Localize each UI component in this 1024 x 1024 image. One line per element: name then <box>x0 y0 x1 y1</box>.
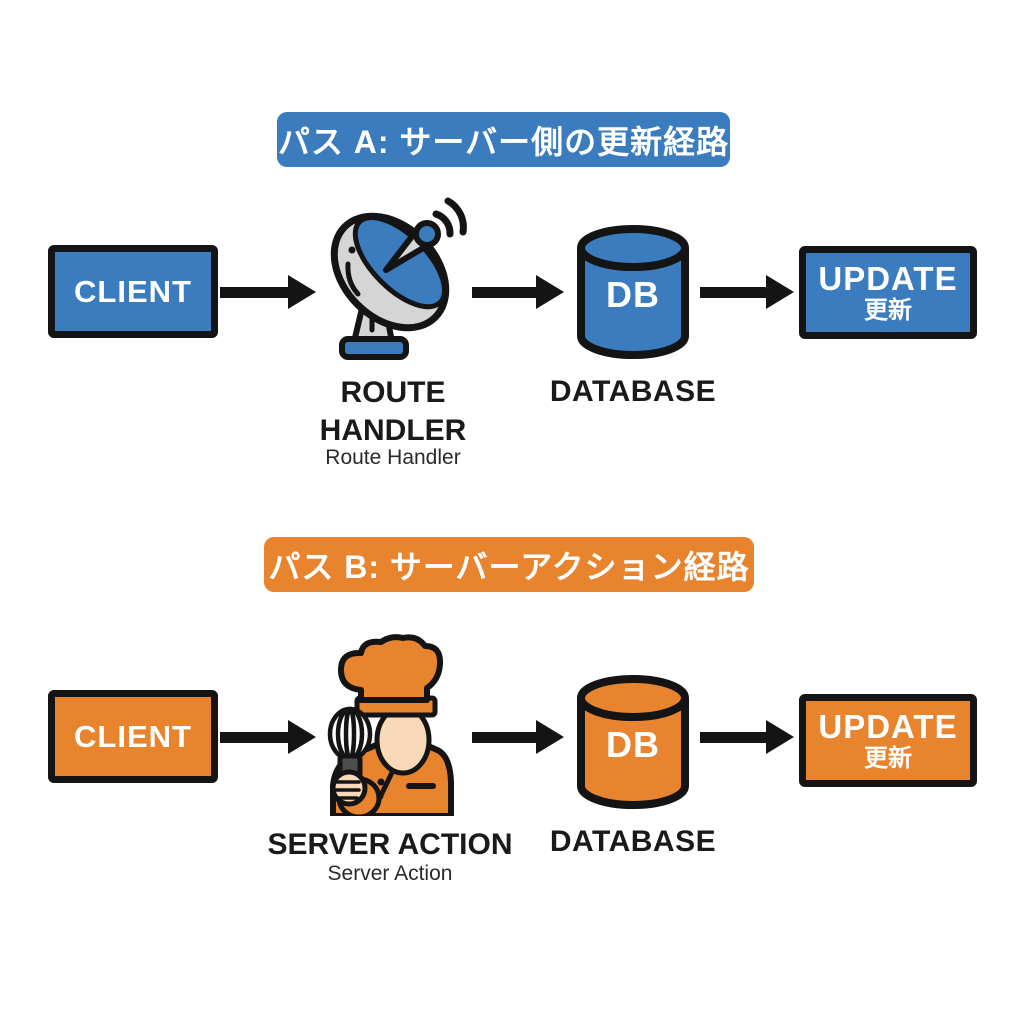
arrow-shaft <box>472 286 536 298</box>
path-a-processor-subtitle: Route Handler <box>325 446 461 469</box>
path-b-db-label: DB <box>606 724 660 765</box>
arrow-shaft <box>220 731 288 743</box>
path-b-client-node: CLIENT <box>48 690 218 783</box>
path-b-update-label-ja: 更新 <box>864 744 912 772</box>
path-a-database-node: DB <box>573 222 693 367</box>
path-a-database-caption: DATABASE <box>549 375 717 408</box>
path-b-processor-title: SERVER ACTION <box>267 828 513 861</box>
path-b-update-label: UPDATE <box>818 707 958 745</box>
arrow-head-icon <box>288 275 316 309</box>
arrow-server-action-to-db <box>472 720 564 754</box>
path-b-database-caption: DATABASE <box>549 825 717 858</box>
path-a-update-label-ja: 更新 <box>864 296 912 324</box>
arrow-shaft <box>220 286 288 298</box>
arrow-shaft <box>472 731 536 743</box>
path-b-update-node: UPDATE 更新 <box>799 694 977 787</box>
arrow-route-handler-to-db <box>472 275 564 309</box>
path-b-client-label: CLIENT <box>74 718 192 754</box>
arrow-head-icon <box>536 720 564 754</box>
path-a-client-label: CLIENT <box>74 273 192 309</box>
chef-icon <box>315 634 465 816</box>
path-a-banner: パス A: サーバー側の更新経路 <box>277 112 730 167</box>
arrow-head-icon <box>766 275 794 309</box>
arrow-head-icon <box>288 720 316 754</box>
path-a-banner-label: パス A: サーバー側の更新経路 <box>277 123 730 160</box>
path-b-database-node: DB <box>573 672 693 817</box>
arrow-shaft <box>700 286 766 298</box>
arrow-shaft <box>700 731 766 743</box>
path-a-db-label: DB <box>606 274 660 315</box>
path-a-processor-title: ROUTE HANDLER <box>319 376 467 447</box>
path-b-banner: パス B: サーバーアクション経路 <box>264 537 754 592</box>
arrow-client-to-route-handler <box>220 275 316 309</box>
satellite-dish-icon <box>316 190 468 370</box>
arrow-db-to-update <box>700 275 794 309</box>
path-b-processor-subtitle: Server Action <box>327 862 453 885</box>
arrow-head-icon <box>766 720 794 754</box>
path-a-update-label: UPDATE <box>818 259 958 297</box>
arrow-head-icon <box>536 275 564 309</box>
path-a-update-node: UPDATE 更新 <box>799 246 977 339</box>
arrow-db-to-update <box>700 720 794 754</box>
path-b-banner-label: パス B: サーバーアクション経路 <box>268 548 750 585</box>
arrow-client-to-server-action <box>220 720 316 754</box>
path-a-client-node: CLIENT <box>48 245 218 338</box>
